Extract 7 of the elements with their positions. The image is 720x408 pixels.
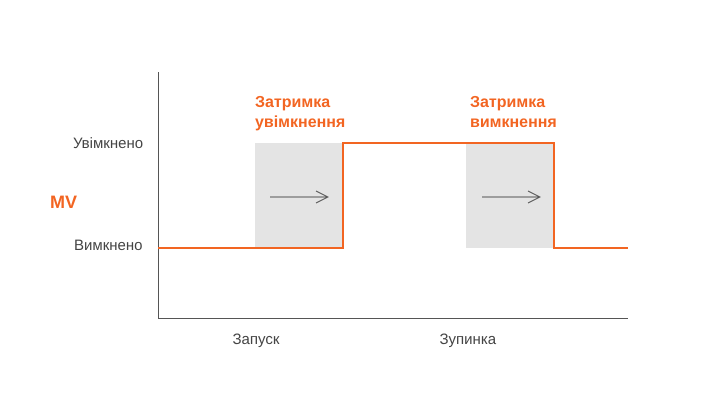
delay-label: Затримка вимкнення [470, 93, 558, 133]
axis-label: Запуск [232, 330, 280, 350]
signal-name: MV [50, 192, 77, 212]
state-label: Вимкнено [74, 236, 143, 256]
axis-label: Зупинка [440, 330, 496, 350]
state-label: Увімкнено [73, 134, 144, 154]
delay-label: Затримка увімкнення [255, 93, 346, 133]
